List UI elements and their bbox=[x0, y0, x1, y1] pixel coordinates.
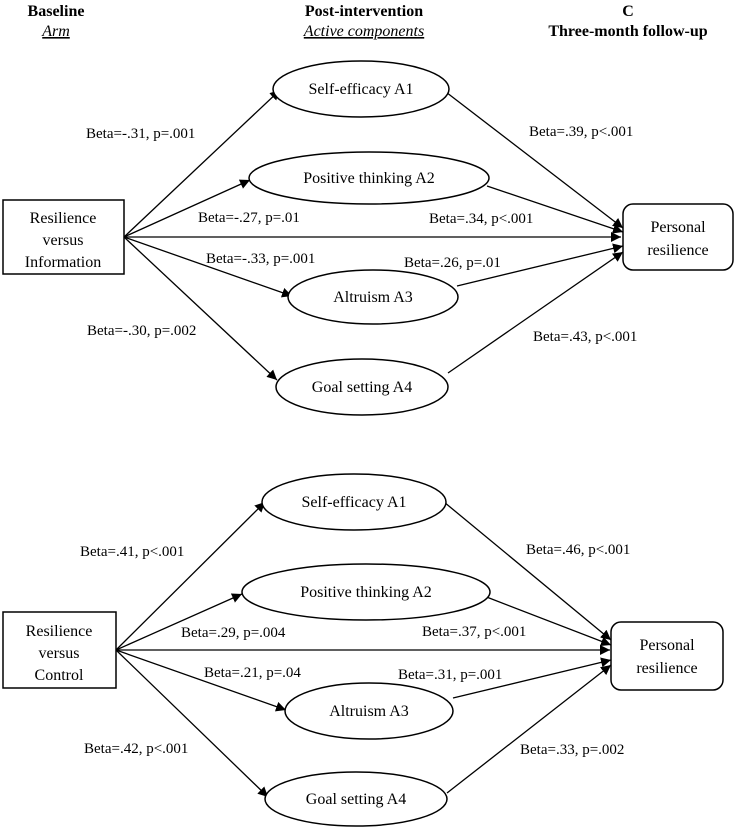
source-line-1: Resilience bbox=[26, 623, 93, 640]
mediator-self-efficacy bbox=[272, 60, 450, 118]
arrow-source-to-self-efficacy bbox=[123, 89, 281, 238]
outcome-line-2: resilience bbox=[636, 660, 697, 677]
arrow-self-efficacy-to-outcome bbox=[441, 88, 624, 229]
b4-label: Beta=.33, p=.002 bbox=[520, 742, 624, 758]
source-line-2: versus bbox=[43, 232, 84, 249]
source-box bbox=[2, 611, 117, 689]
source-line-3: Control bbox=[35, 667, 84, 684]
b3-label: Beta=.26, p=.01 bbox=[404, 255, 501, 271]
mediator-positive-thinking bbox=[248, 151, 490, 205]
arrow-positive-thinking-to-outcome bbox=[486, 185, 624, 234]
b2-label: Beta=.37, p<.001 bbox=[422, 624, 526, 640]
outcome-box bbox=[622, 203, 734, 271]
arrow-source-to-positive-thinking bbox=[123, 179, 251, 238]
arrow-source-to-positive-thinking bbox=[115, 593, 243, 651]
panel-information: Resilience versus Information Personal r… bbox=[2, 60, 734, 416]
mediator-positive-thinking-label: Positive thinking A2 bbox=[303, 170, 435, 187]
arrow-source-to-altruism bbox=[123, 236, 293, 298]
arrow-altruism-to-outcome bbox=[456, 243, 624, 287]
mediator-altruism-label: Altruism A3 bbox=[333, 289, 413, 306]
source-line-3: Information bbox=[25, 254, 101, 271]
mediator-goal-setting-label: Goal setting A4 bbox=[312, 379, 412, 396]
header-active-components: Active components bbox=[303, 23, 424, 40]
arrow-source-to-altruism bbox=[115, 649, 287, 712]
b2-label: Beta=.34, p<.001 bbox=[429, 211, 533, 227]
a2-label: Beta=.29, p=.004 bbox=[181, 625, 286, 641]
source-line-2: versus bbox=[39, 645, 80, 662]
panel-control: Resilience versus Control Personal resil… bbox=[2, 473, 724, 827]
b1-label: Beta=.39, p<.001 bbox=[529, 124, 633, 140]
a1-label: Beta=.41, p<.001 bbox=[80, 544, 184, 560]
mediator-altruism bbox=[284, 682, 454, 740]
mediator-self-efficacy-label: Self-efficacy A1 bbox=[309, 81, 414, 98]
source-box bbox=[2, 199, 125, 275]
mediator-altruism-label: Altruism A3 bbox=[329, 703, 409, 720]
header-c: C bbox=[622, 3, 634, 20]
mediator-self-efficacy bbox=[261, 473, 447, 531]
outcome-line-1: Personal bbox=[650, 219, 706, 236]
arrow-altruism-to-outcome bbox=[452, 657, 612, 699]
header-arm: Arm bbox=[41, 23, 70, 40]
a4-label: Beta=-.30, p=.002 bbox=[87, 323, 196, 339]
arrow-self-efficacy-to-outcome bbox=[443, 501, 612, 641]
mediator-altruism bbox=[287, 269, 459, 325]
b3-label: Beta=.31, p=.001 bbox=[398, 667, 502, 683]
a4-label: Beta=.42, p<.001 bbox=[84, 741, 188, 757]
b1-label: Beta=.46, p<.001 bbox=[526, 542, 630, 558]
outcome-line-2: resilience bbox=[647, 242, 708, 259]
b4-label: Beta=.43, p<.001 bbox=[533, 329, 637, 345]
arrow-goal-setting-to-outcome bbox=[446, 664, 612, 794]
a2-label: Beta=-.27, p=.01 bbox=[198, 210, 300, 226]
header-baseline: Baseline bbox=[28, 3, 85, 20]
arrow-source-to-self-efficacy bbox=[115, 501, 266, 651]
a3-label: Beta=.21, p=.04 bbox=[204, 665, 301, 681]
arrow-source-to-goal-setting bbox=[123, 236, 278, 381]
mediator-goal-setting bbox=[264, 771, 448, 827]
a1-label: Beta=-.31, p=.001 bbox=[86, 126, 195, 142]
a3-label: Beta=-.33, p=.001 bbox=[206, 251, 315, 267]
header-three-month-follow-up: Three-month follow-up bbox=[548, 23, 707, 40]
mediator-positive-thinking-label: Positive thinking A2 bbox=[300, 584, 432, 601]
arrow-goal-setting-to-outcome bbox=[447, 251, 624, 374]
mediator-positive-thinking bbox=[241, 563, 491, 621]
mediator-self-efficacy-label: Self-efficacy A1 bbox=[302, 494, 407, 511]
column-headers: Baseline Arm Post-intervention Active co… bbox=[28, 3, 708, 40]
outcome-box bbox=[610, 621, 724, 691]
outcome-line-1: Personal bbox=[639, 637, 695, 654]
mediator-goal-setting-label: Goal setting A4 bbox=[306, 791, 406, 808]
source-line-1: Resilience bbox=[30, 210, 97, 227]
header-post-intervention: Post-intervention bbox=[305, 3, 423, 20]
arrow-source-to-goal-setting bbox=[115, 649, 269, 798]
arrow-positive-thinking-to-outcome bbox=[483, 595, 612, 647]
mediator-goal-setting bbox=[275, 358, 449, 416]
